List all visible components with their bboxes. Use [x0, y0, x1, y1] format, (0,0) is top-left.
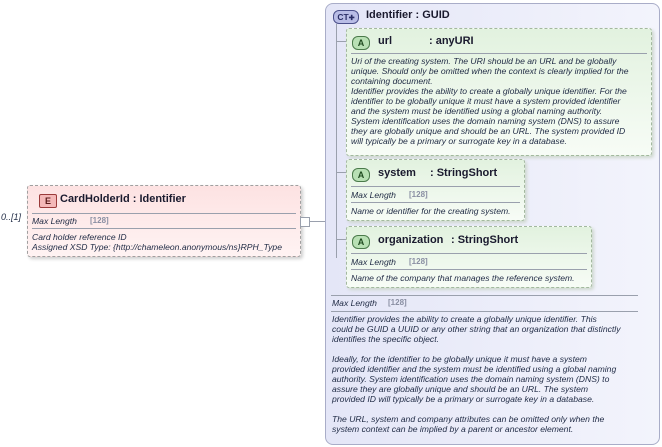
element-facet-label: Max Length [32, 216, 77, 226]
doc-line: will typically be a primary or surrogate… [351, 136, 567, 146]
element-doc-line-1: Card holder reference ID [32, 232, 127, 242]
attribute-badge: A [352, 235, 370, 249]
element-divider [32, 213, 296, 214]
attribute-badge: A [352, 168, 370, 182]
element-facet-value: [128] [90, 216, 109, 225]
attribute-facet-label: Max Length [351, 190, 396, 200]
element-title: CardHolderId : Identifier [60, 193, 186, 205]
element-badge: E [39, 194, 57, 208]
attribute-doc: Uri of the creating system. The URI shou… [351, 56, 629, 146]
attribute-divider [351, 186, 520, 187]
doc-line: Ideally, for the identifier to be global… [332, 354, 587, 364]
attribute-doc: Name of the company that manages the ref… [351, 273, 575, 283]
attribute-divider-2 [351, 269, 587, 270]
attribute-url[interactable]: A url : anyURI Uri of the creating syste… [346, 28, 652, 156]
doc-line: system context can be implied by a paren… [332, 424, 574, 434]
doc-line: they are globally unique and should be a… [351, 126, 626, 136]
doc-line: provided ID will typically be a primary … [332, 394, 595, 404]
attribute-divider [351, 53, 647, 54]
expand-toggle[interactable] [300, 217, 310, 227]
doc-line: could be GUID a UUID or any other string… [332, 324, 621, 334]
attribute-facet-value: [128] [409, 257, 428, 266]
complex-type-doc: Identifier provides the ability to creat… [332, 314, 621, 434]
attribute-name: system [378, 167, 416, 179]
attribute-badge: A [352, 36, 370, 50]
complex-type-divider-2 [331, 311, 638, 312]
attribute-branch-organization [336, 239, 346, 240]
doc-line [332, 404, 621, 414]
occurrence-label: 0..[1] [1, 212, 22, 222]
attribute-branch-system [336, 172, 346, 173]
attribute-name: organization [378, 234, 444, 246]
element-divider-2 [32, 228, 296, 229]
complex-type-title: Identifier : GUID [366, 9, 450, 21]
doc-line: authority. System identification uses th… [332, 374, 610, 384]
attribute-system[interactable]: A system : StringShort Max Length [128] … [346, 159, 525, 221]
doc-line: identifier to be globally unique it must… [351, 96, 621, 106]
complex-type-facet-label: Max Length [332, 298, 377, 308]
attribute-type: : StringShort [430, 167, 498, 179]
attribute-type: : anyURI [429, 35, 474, 47]
attribute-divider-2 [351, 202, 520, 203]
complex-type-box[interactable]: CT✚ Identifier : GUID A url : anyURI Uri… [325, 3, 660, 445]
complex-type-facet-value: [128] [388, 298, 407, 307]
doc-line [332, 344, 621, 354]
doc-line: and the system must be identified using … [351, 106, 603, 116]
doc-line: assure they are globally unique and shou… [332, 384, 589, 394]
attribute-facet-label: Max Length [351, 257, 396, 267]
element-box[interactable]: E CardHolderId : Identifier Max Length [… [27, 185, 301, 257]
attribute-divider [351, 253, 587, 254]
attribute-name: url [378, 35, 393, 47]
attribute-type: : StringShort [451, 234, 519, 246]
doc-line: Identifier provides the ability to creat… [332, 314, 597, 324]
attribute-doc: Name or identifier for the creating syst… [351, 206, 511, 216]
doc-line: System identification uses the domain na… [351, 116, 620, 126]
doc-line: Uri of the creating system. The URI shou… [351, 56, 617, 66]
attribute-organization[interactable]: A organization : StringShort Max Length … [346, 226, 592, 288]
attribute-facet-value: [128] [409, 190, 428, 199]
attribute-branch-url [336, 41, 346, 42]
doc-line: unique. Should only be omitted when the … [351, 66, 629, 76]
attribute-tree-line [336, 24, 337, 258]
doc-line: containing document. [351, 76, 433, 86]
element-doc-line-2: Assigned XSD Type: {http://chameleon.ano… [32, 242, 282, 252]
doc-line: Identifier provides the ability to creat… [351, 86, 627, 96]
doc-line: provided identifier and the system must … [332, 364, 617, 374]
connector-line-2 [310, 221, 325, 222]
complex-type-divider [331, 295, 638, 296]
doc-line: identifies the specific object. [332, 334, 440, 344]
doc-line: The URL, system and company attributes c… [332, 414, 605, 424]
complex-type-badge: CT✚ [333, 10, 359, 24]
